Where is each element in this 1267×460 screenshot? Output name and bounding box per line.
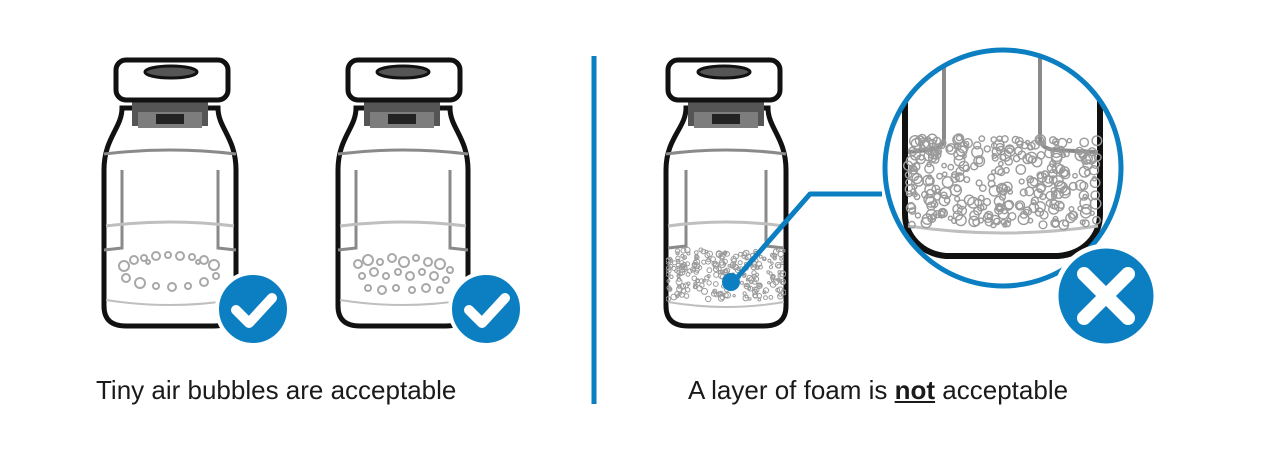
magnifier-callout-line (722, 191, 882, 291)
caption-acceptable: Tiny air bubbles are acceptable (96, 375, 457, 405)
check-icon (215, 271, 291, 347)
cross-icon (1053, 243, 1159, 349)
magnifier-callout (882, 47, 1124, 289)
check-icon (448, 271, 524, 347)
bubble-ring (118, 251, 220, 292)
bubble-cluster (353, 253, 454, 295)
foam-bubbles (666, 246, 786, 303)
caption-prefix: A layer of foam is (688, 375, 895, 405)
caption-not-acceptable: A layer of foam is not acceptable (688, 370, 1148, 410)
caption-suffix: acceptable (935, 375, 1069, 405)
vial-foam-layer (663, 57, 789, 329)
vial-tiny-bubbles-ring (101, 57, 239, 329)
caption-emphasis: not (894, 375, 936, 405)
vial-tiny-bubbles-cluster (335, 57, 471, 329)
foam-bubbles-magnified (902, 133, 1103, 231)
